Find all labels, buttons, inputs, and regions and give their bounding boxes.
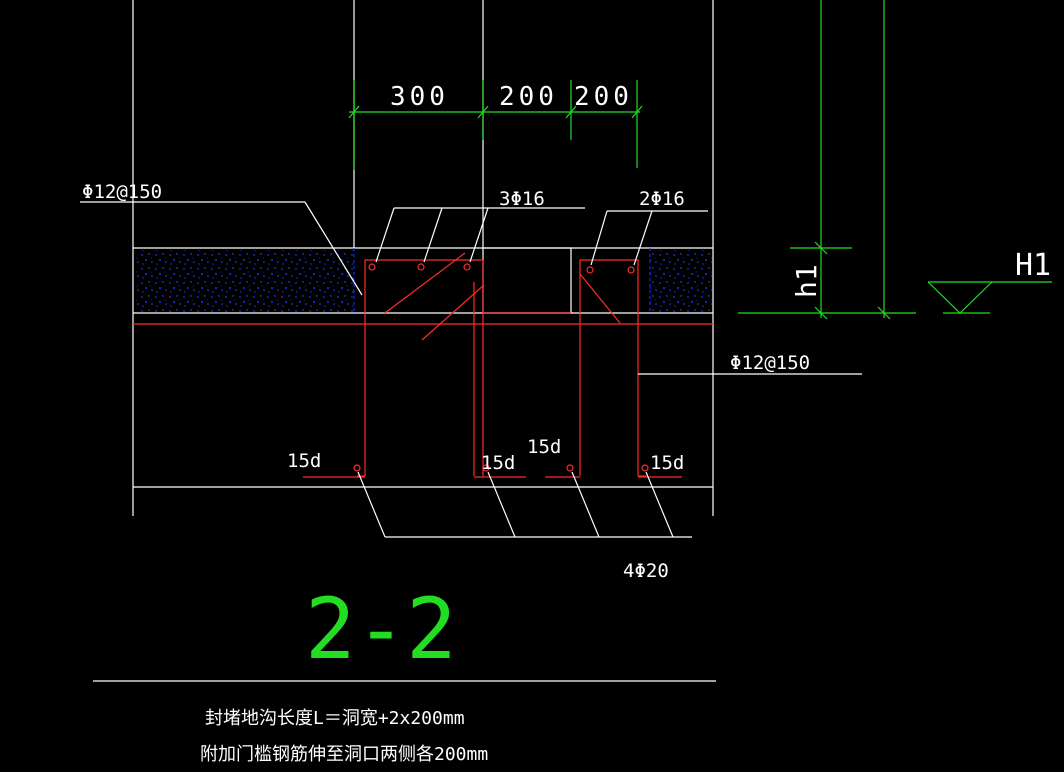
label-top-bars-left: 3Φ16 (499, 188, 545, 210)
rebar (133, 252, 713, 478)
note-line-1: 封堵地沟长度L＝洞宽+2x200mm (205, 708, 465, 729)
elevation-label: H1 (1015, 248, 1051, 283)
top-dimension (348, 80, 643, 170)
dim-200-b: 200 (574, 82, 633, 112)
label-anchor-4: 15d (650, 452, 684, 474)
dim-h1: h1 (790, 264, 823, 298)
concrete-hatch (136, 248, 712, 313)
dim-300: 300 (390, 82, 449, 112)
label-anchor-1: 15d (287, 450, 321, 472)
note-line-2: 附加门槛钢筋伸至洞口两侧各200mm (200, 744, 488, 765)
dim-200-a: 200 (499, 82, 558, 112)
height-dimension (738, 0, 916, 320)
structure-lines (93, 0, 716, 682)
label-top-bars-right: 2Φ16 (639, 188, 685, 210)
elevation-symbol (927, 281, 1052, 314)
label-stirrup-right: Φ12@150 (730, 352, 810, 374)
label-bottom-bars: 4Φ20 (623, 560, 669, 582)
label-stirrup-top: Φ12@150 (82, 181, 162, 203)
leader-lines (80, 201, 862, 538)
section-title: 2-2 (305, 580, 457, 678)
label-anchor-3: 15d (527, 436, 561, 458)
label-anchor-2: 15d (481, 452, 515, 474)
